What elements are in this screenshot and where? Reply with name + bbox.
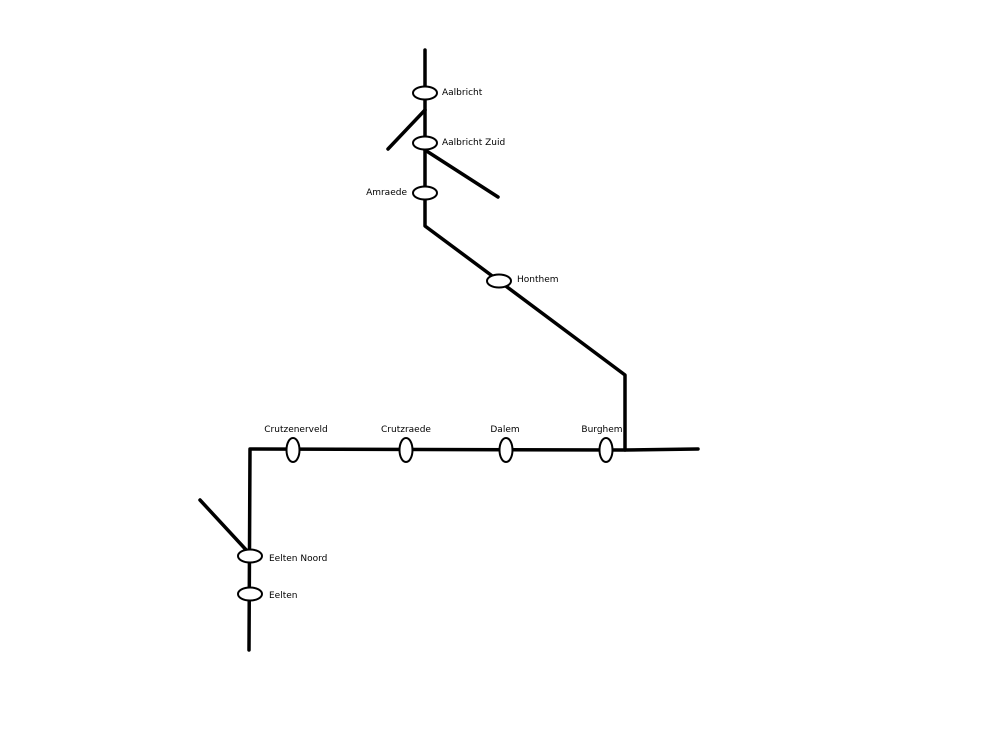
station-amraede[interactable]: Amraede (366, 185, 438, 201)
station-aalbricht-zuid[interactable]: Aalbricht Zuid (412, 135, 505, 151)
station-crutzraede[interactable]: Crutzraede (381, 425, 431, 463)
station-marker[interactable] (412, 85, 438, 101)
station-honthem[interactable]: Honthem (486, 273, 559, 289)
station-marker[interactable] (285, 437, 301, 463)
station-aalbricht[interactable]: Aalbricht (412, 85, 483, 101)
track-east-west (247, 447, 700, 652)
station-marker[interactable] (598, 437, 614, 463)
station-marker[interactable] (237, 548, 263, 564)
station-label: Eelten (269, 591, 298, 601)
track-north-main (423, 48, 627, 452)
station-label: Crutzenerveld (264, 425, 328, 435)
station-marker[interactable] (412, 135, 438, 151)
station-eelten-noord[interactable]: Eelten Noord (237, 548, 327, 565)
station-marker[interactable] (237, 586, 263, 602)
station-label: Amraede (366, 188, 407, 198)
station-marker[interactable] (486, 273, 512, 289)
station-label: Eelten Noord (269, 554, 327, 564)
track-branch-southwest (198, 498, 251, 555)
station-label: Burghem (581, 425, 622, 435)
station-marker[interactable] (498, 437, 514, 463)
station-marker[interactable] (398, 437, 414, 463)
station-label: Dalem (490, 425, 519, 435)
station-crutzenerveld[interactable]: Crutzenerveld (264, 425, 328, 463)
station-eelten[interactable]: Eelten (237, 586, 298, 602)
station-marker[interactable] (412, 185, 438, 201)
station-dalem[interactable]: Dalem (490, 425, 520, 463)
station-burghem[interactable]: Burghem (581, 425, 623, 463)
station-label: Honthem (517, 275, 559, 285)
station-label: Aalbricht Zuid (442, 138, 505, 148)
station-label: Crutzraede (381, 425, 431, 435)
track-branch-northwest (386, 108, 427, 151)
station-label: Aalbricht (442, 88, 483, 98)
track-branch-southeast (423, 148, 500, 199)
